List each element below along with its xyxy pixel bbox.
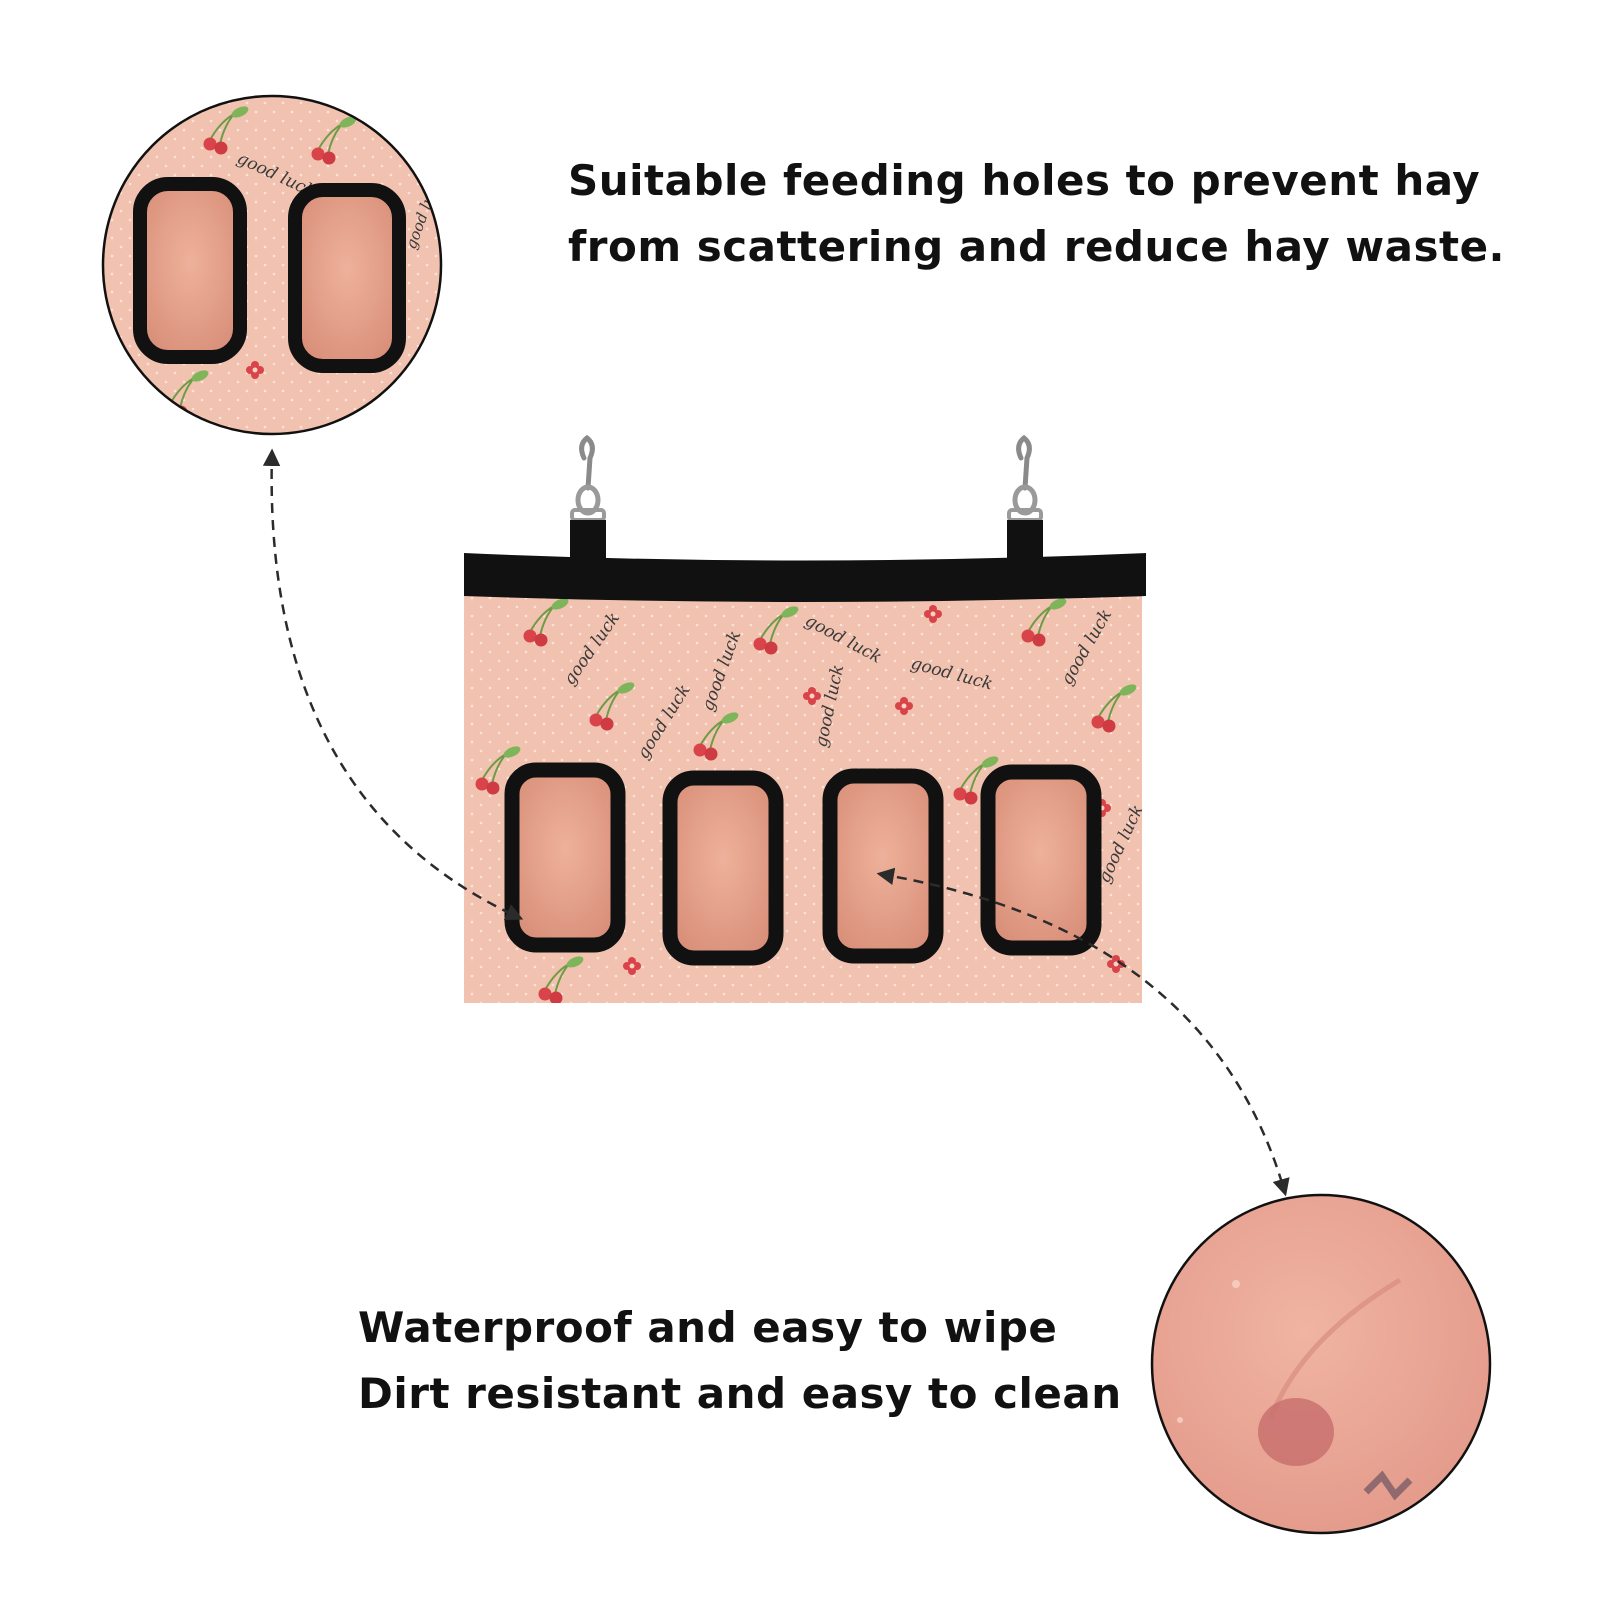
feeding-holes-closeup: good luck good luck — [101, 94, 443, 436]
feeding-hole — [662, 770, 784, 966]
hay-feeder-bag: good luck good luck good luck good luck … — [464, 434, 1146, 1003]
feeding-hole — [822, 768, 944, 964]
caption-line: Suitable feeding holes to prevent hay — [568, 156, 1481, 205]
feeding-hole — [133, 177, 247, 364]
right-hook — [1007, 434, 1043, 560]
top-binding — [464, 553, 1146, 602]
feeding-hole — [504, 762, 626, 953]
left-hook — [570, 434, 606, 560]
caption-line: from scattering and reduce hay waste. — [568, 222, 1506, 271]
callout-arrow-top — [262, 448, 524, 921]
fabric-closeup — [1150, 1193, 1492, 1535]
feeding-hole — [288, 183, 406, 373]
callout-arrow-bottom — [876, 867, 1290, 1197]
caption-line: Waterproof and easy to wipe — [358, 1303, 1058, 1352]
feeding-holes-caption: Suitable feeding holes to prevent hay fr… — [568, 148, 1505, 280]
feeding-hole — [980, 764, 1102, 956]
waterproof-caption: Waterproof and easy to wipe Dirt resista… — [358, 1295, 1122, 1427]
caption-line: Dirt resistant and easy to clean — [358, 1369, 1122, 1418]
